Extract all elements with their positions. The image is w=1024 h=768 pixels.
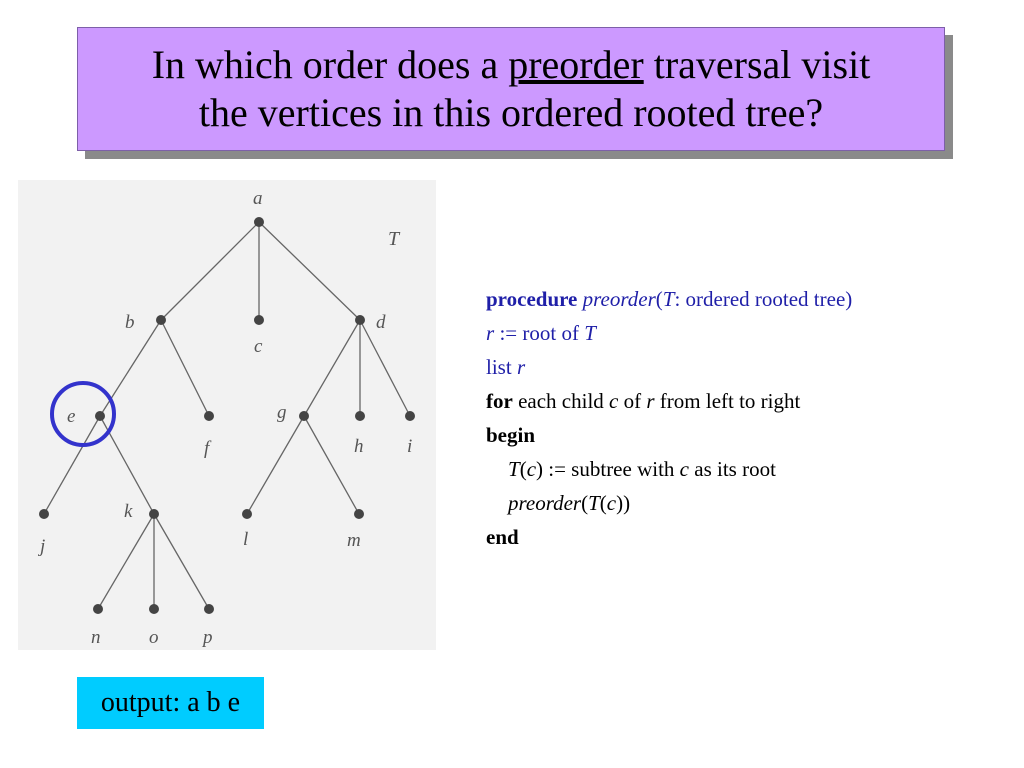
- proc-var-T: T: [662, 287, 675, 311]
- proc-kw-procedure: procedure: [486, 287, 578, 311]
- title-underlined-word: preorder: [508, 42, 644, 87]
- edge-a-b: [160, 221, 260, 321]
- proc-line-5: begin: [486, 423, 536, 447]
- label-n: n: [91, 627, 101, 648]
- edge-b-f: [160, 319, 210, 417]
- title-text-before: In which order does a: [151, 42, 509, 87]
- edge-d-i: [359, 319, 411, 417]
- proc-paren: (: [599, 491, 607, 515]
- label-p: p: [201, 627, 213, 648]
- proc-text: of: [618, 389, 647, 413]
- proc-line-7: preorder(T(c)): [486, 486, 1016, 520]
- label-b: b: [125, 312, 135, 333]
- node-b: [156, 315, 166, 325]
- proc-line-4: for each child c of r from left to right: [486, 384, 1016, 418]
- label-d: d: [376, 312, 386, 333]
- node-l: [242, 509, 252, 519]
- proc-assign-text: := root of: [494, 321, 585, 345]
- label-m: m: [347, 530, 361, 551]
- tree-labels: a T b c d e f g h i j k l m n o p: [37, 188, 412, 648]
- label-g: g: [277, 402, 287, 423]
- output-box: output: a b e: [77, 677, 264, 729]
- proc-var-c: c: [606, 491, 617, 515]
- node-k: [149, 509, 159, 519]
- label-k: k: [124, 501, 133, 522]
- proc-paren: )): [616, 491, 631, 515]
- proc-paren: (: [581, 491, 589, 515]
- proc-var-c: c: [526, 457, 537, 481]
- proc-text: each child: [512, 389, 610, 413]
- proc-text: ) := subtree with: [536, 457, 680, 481]
- highlight-circle-e: [50, 381, 116, 447]
- node-o: [149, 604, 159, 614]
- node-g: [299, 411, 309, 421]
- label-i: i: [407, 436, 412, 457]
- label-l: l: [243, 529, 248, 550]
- proc-text: from left to right: [654, 389, 801, 413]
- proc-var-T: T: [508, 457, 520, 481]
- proc-fn-name: preorder: [508, 491, 582, 515]
- label-f: f: [204, 438, 212, 459]
- node-j: [39, 509, 49, 519]
- proc-line-8: end: [486, 525, 519, 549]
- proc-var-r: r: [516, 355, 526, 379]
- node-i: [405, 411, 415, 421]
- proc-var-r: r: [646, 389, 655, 413]
- tree-svg: a T b c d e f g h i j k l m n o p: [37, 188, 415, 648]
- edge-a-d: [258, 221, 361, 321]
- proc-paren: (: [655, 287, 663, 311]
- proc-var-T: T: [584, 321, 596, 345]
- proc-list-text: list: [486, 355, 517, 379]
- proc-param-type: : ordered rooted tree): [674, 287, 853, 311]
- edge-k-n: [97, 513, 155, 610]
- label-h: h: [354, 436, 364, 457]
- tree-name-label: T: [388, 228, 401, 250]
- title-line-1: In which order does a preorder traversal…: [78, 41, 944, 89]
- title-line-2: the vertices in this ordered rooted tree…: [198, 90, 824, 135]
- edge-k-p: [153, 513, 210, 610]
- edge-d-g: [303, 319, 361, 417]
- node-c: [254, 315, 264, 325]
- proc-line-2: r := root of T: [486, 316, 1016, 350]
- proc-fn-name: preorder: [582, 287, 656, 311]
- procedure-pseudocode: procedure preorder(T: ordered rooted tre…: [486, 282, 1016, 554]
- node-m: [354, 509, 364, 519]
- proc-line-3: list r: [486, 350, 1016, 384]
- edge-g-l: [246, 415, 305, 515]
- label-c: c: [254, 336, 263, 357]
- title-text-after: traversal visit: [643, 42, 871, 87]
- proc-line-6: T(c) := subtree with c as its root: [486, 452, 1016, 486]
- proc-text: as its root: [689, 457, 776, 481]
- proc-var-r: r: [486, 321, 495, 345]
- edge-g-m: [303, 415, 360, 515]
- node-d: [355, 315, 365, 325]
- proc-var-T: T: [588, 491, 600, 515]
- label-j: j: [37, 536, 45, 557]
- label-o: o: [149, 627, 159, 648]
- proc-var-c: c: [679, 457, 689, 481]
- node-p: [204, 604, 214, 614]
- node-a: [254, 217, 264, 227]
- node-h: [355, 411, 365, 421]
- label-a: a: [253, 188, 263, 209]
- tree-edges: [43, 221, 411, 610]
- node-f: [204, 411, 214, 421]
- proc-line-1: procedure preorder(T: ordered rooted tre…: [486, 282, 1016, 316]
- proc-var-c: c: [609, 389, 619, 413]
- proc-kw-for: for: [486, 389, 513, 413]
- title-box: In which order does a preorder traversal…: [77, 27, 945, 151]
- node-n: [93, 604, 103, 614]
- proc-paren: (: [519, 457, 527, 481]
